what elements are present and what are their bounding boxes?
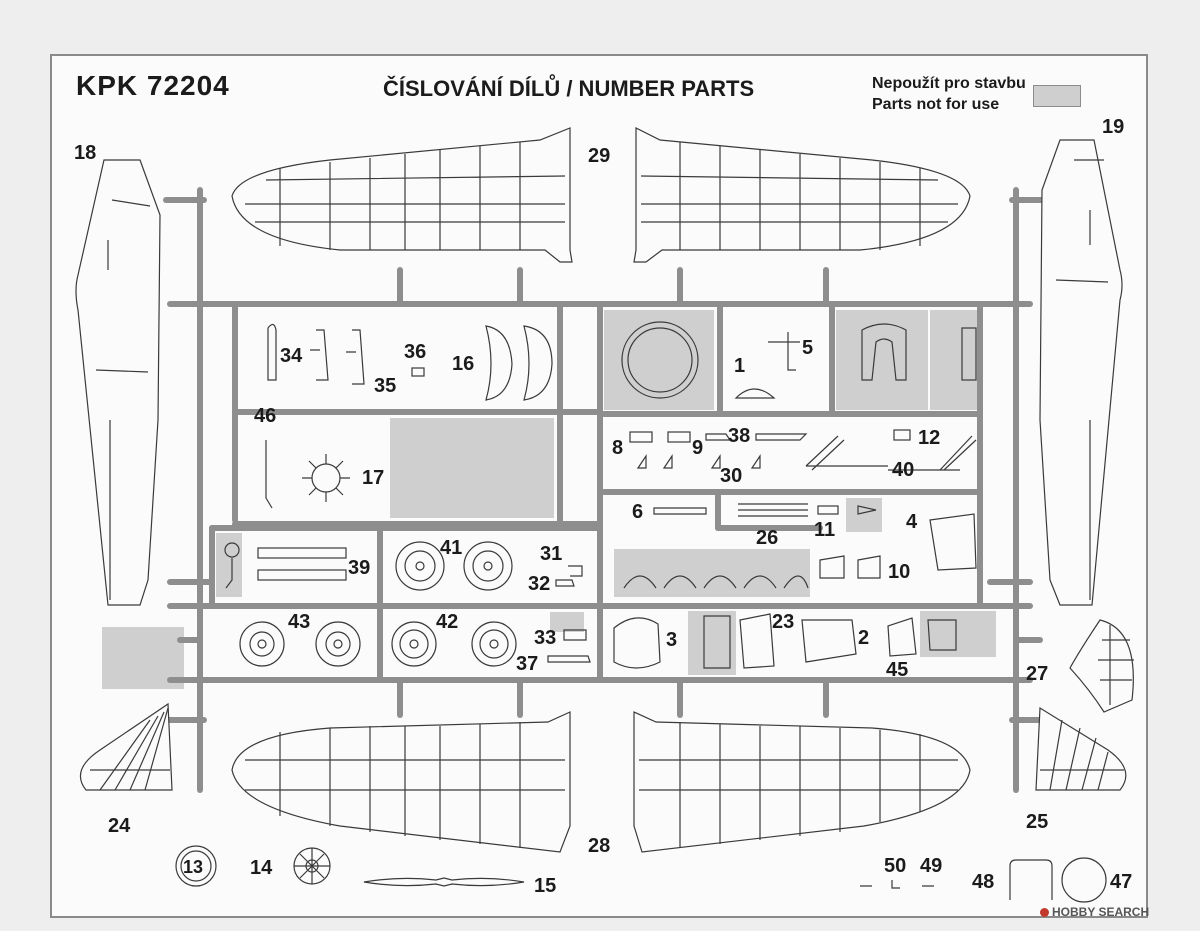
part-label-3: 3	[666, 629, 678, 651]
part-label-17: 17	[362, 467, 385, 489]
part-label-45: 45	[886, 659, 909, 681]
legend-line-2: Parts not for use	[872, 96, 1000, 113]
mid-right-parts	[623, 503, 977, 589]
part-label-36: 36	[404, 341, 427, 363]
part-label-12: 12	[918, 427, 941, 449]
watermark: HOBBY SEARCH	[1040, 905, 1149, 919]
part-label-41: 41	[440, 537, 463, 559]
part-27-rudder	[1069, 619, 1134, 713]
part-label-29: 29	[588, 145, 611, 167]
part-label-37: 37	[516, 653, 539, 675]
part-label-48: 48	[972, 871, 995, 893]
small-parts-row	[629, 429, 977, 471]
part-13-ring	[175, 845, 217, 887]
wheels	[239, 541, 517, 667]
part-48-bracket	[1009, 859, 1053, 900]
part-1-and-5	[734, 332, 800, 399]
part-label-43: 43	[288, 611, 311, 633]
part-label-38: 38	[728, 425, 751, 447]
part-14-engine-front	[293, 847, 331, 885]
part-label-27: 27	[1026, 663, 1049, 685]
instrument-panel-inner	[627, 327, 693, 393]
part-label-42: 42	[436, 611, 459, 633]
part-25-stabilizer	[1035, 706, 1127, 791]
legend-swatch	[1033, 85, 1081, 107]
part-19-fuselage-right	[1039, 139, 1123, 606]
sprue-frame	[163, 187, 1053, 793]
part-label-39: 39	[348, 557, 371, 579]
part-17-engine	[302, 454, 350, 502]
part-label-8: 8	[612, 437, 624, 459]
part-label-28: 28	[588, 835, 611, 857]
part-label-30: 30	[720, 465, 743, 487]
part-label-24: 24	[108, 815, 131, 837]
part-label-26: 26	[756, 527, 779, 549]
part-label-50: 50	[884, 855, 907, 877]
part-label-32: 32	[528, 573, 551, 595]
part-label-35: 35	[374, 375, 397, 397]
kit-code: KPK 72204	[76, 70, 230, 101]
part-18-fuselage-left	[75, 159, 161, 606]
cockpit-small-parts	[265, 323, 425, 509]
part-label-14: 14	[250, 857, 273, 879]
part-label-16: 16	[452, 353, 475, 375]
part-label-49: 49	[920, 855, 943, 877]
lower-right-parts	[613, 613, 957, 669]
part-label-2: 2	[858, 627, 870, 649]
part-label-11: 11	[814, 519, 836, 541]
watermark-text: HOBBY SEARCH	[1052, 905, 1150, 919]
part-28-lower-wing	[231, 711, 971, 853]
part-label-9: 9	[692, 437, 704, 459]
part-label-33: 33	[534, 627, 557, 649]
parts-49-50	[860, 880, 934, 889]
part-label-34: 34	[280, 345, 303, 367]
part-29-upper-wing	[231, 127, 971, 263]
part-label-47: 47	[1110, 871, 1133, 893]
part-label-19: 19	[1102, 116, 1125, 138]
part-label-18: 18	[74, 142, 97, 164]
part-label-6: 6	[632, 501, 644, 523]
part-label-40: 40	[892, 459, 915, 481]
part-label-1: 1	[734, 355, 746, 377]
page-title: ČÍSLOVÁNÍ DÍLŮ / NUMBER PARTS	[383, 76, 755, 101]
part-47-ring	[1061, 857, 1107, 903]
part-label-46: 46	[254, 405, 277, 427]
part-24-stabilizer	[79, 702, 173, 791]
part-label-4: 4	[906, 511, 918, 533]
struts-and-small-parts	[224, 542, 591, 663]
part-label-10: 10	[888, 561, 911, 583]
part-label-23: 23	[772, 611, 795, 633]
not-for-use-areas	[102, 310, 996, 689]
radiator-gray	[961, 327, 977, 381]
part-label-25: 25	[1026, 811, 1049, 833]
part-label-31: 31	[540, 543, 563, 565]
part-16-canopy	[485, 325, 553, 401]
seat-gray	[861, 323, 907, 381]
instrument-panel-gray	[621, 321, 699, 399]
watermark-logo-icon	[1040, 908, 1049, 917]
part-label-5: 5	[802, 337, 814, 359]
part-15-propeller	[363, 877, 525, 887]
legend-line-1: Nepoužít pro stavbu	[872, 75, 1026, 92]
part-label-13: 13	[183, 857, 204, 877]
part-label-15: 15	[534, 875, 557, 897]
